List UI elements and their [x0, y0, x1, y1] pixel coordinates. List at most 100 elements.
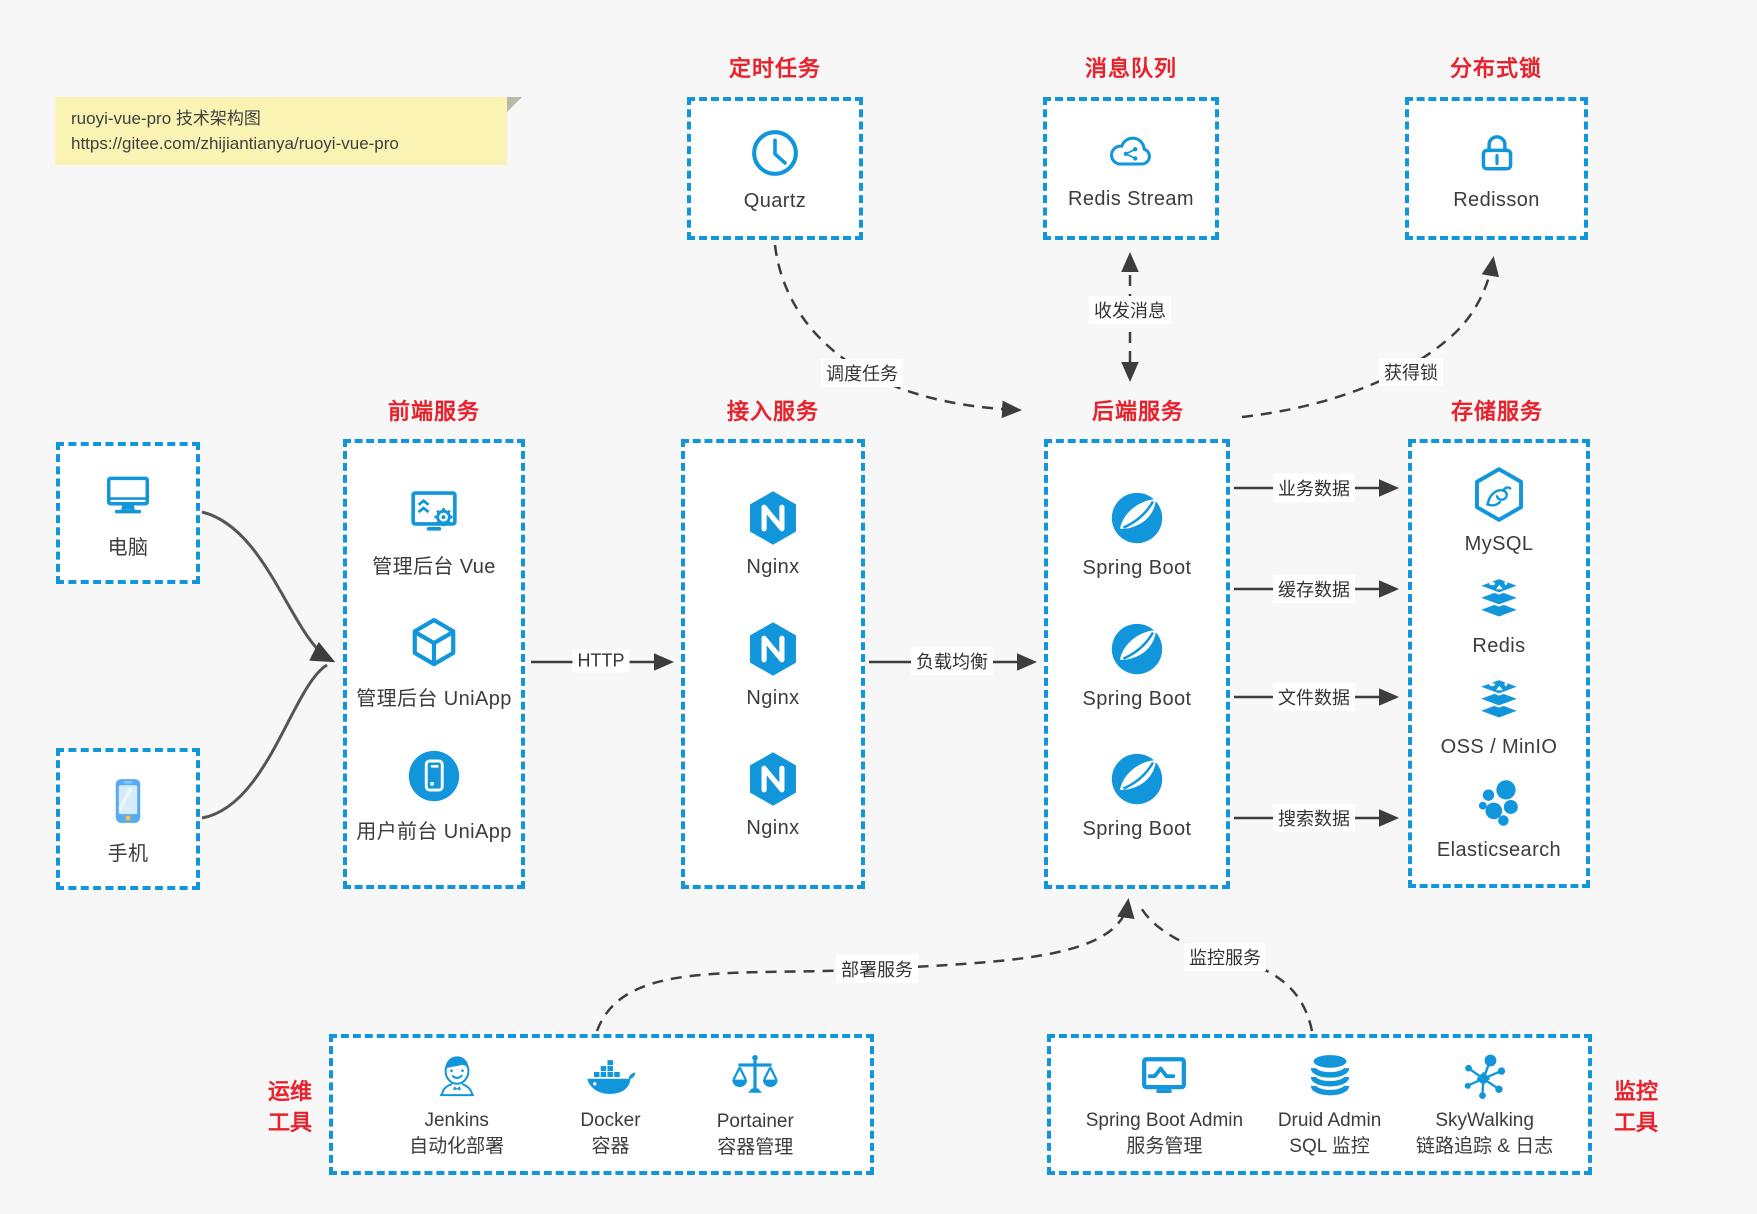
panel-gateway: Nginx Nginx Nginx: [681, 439, 865, 889]
node-name: Portainer: [716, 1110, 794, 1132]
edge-label-file-data: 文件数据: [1273, 683, 1355, 711]
note-title: ruoyi-vue-pro 技术架构图: [71, 109, 261, 128]
topology-icon: [1464, 1054, 1505, 1099]
edge-label-monitor-service: 监控服务: [1184, 943, 1266, 971]
arrow-schedule-task: [773, 244, 1022, 419]
node-label: 管理后台 Vue: [372, 555, 496, 578]
node-name: Docker: [580, 1109, 641, 1131]
spring-icon: [1111, 492, 1163, 543]
panel-backend: Spring Boot Spring Boot Spring Boot: [1044, 439, 1230, 889]
node-name: Spring Boot Admin: [1085, 1109, 1244, 1131]
arrow-computer-to-frontend: [201, 510, 336, 663]
edge-label-load-balance: 负载均衡: [911, 647, 993, 675]
jenkins-icon: [439, 1055, 474, 1096]
node-label: 管理后台 UniApp: [356, 687, 512, 710]
sticky-note: ruoyi-vue-pro 技术架构图 https://gitee.com/zh…: [55, 97, 522, 165]
node-jenkins: Jenkins 自动化部署: [409, 1050, 504, 1160]
node-label: Nginx: [746, 556, 800, 579]
panel-frontend: 管理后台 Vue 管理后台 UniApp 用户前台 UniApp: [343, 439, 525, 889]
panel-monitoring: Spring Boot Admin 服务管理 Druid Admin SQL 监…: [1047, 1034, 1592, 1175]
title-devops-tools: 运维 工具: [256, 1076, 324, 1138]
oss-icon: [1477, 678, 1521, 720]
title-frontend: 前端服务: [387, 399, 481, 424]
node-druid-admin: Druid Admin SQL 监控: [1278, 1050, 1382, 1160]
node-desc: 服务管理: [1126, 1135, 1203, 1157]
node-label: SkyWalking 链路追踪 & 日志: [1416, 1108, 1553, 1160]
cloud-message-icon: [1110, 136, 1151, 166]
node-label: Spring Boot: [1082, 556, 1192, 579]
node-admin-vue: 管理后台 Vue: [372, 484, 496, 579]
scales-icon: [732, 1054, 779, 1093]
node-redis-stream: Redis Stream: [1068, 126, 1194, 211]
edge-label-search-data: 搜索数据: [1273, 804, 1355, 832]
mobile-app-icon: [408, 751, 460, 802]
clock-icon: [752, 130, 798, 176]
title-devops-line1: 运维: [267, 1079, 312, 1104]
panel-redisson: Redisson: [1405, 97, 1588, 240]
node-desc: 容器管理: [717, 1136, 794, 1158]
admin-screen-gear-icon: [411, 491, 457, 531]
node-elasticsearch: Elasticsearch: [1437, 775, 1561, 862]
node-nginx-2: Nginx: [743, 619, 803, 710]
node-label: Redis: [1472, 634, 1526, 657]
nginx-icon: [750, 621, 796, 676]
node-label: Elasticsearch: [1436, 839, 1562, 862]
arrow-deploy-service: [595, 898, 1135, 1032]
node-portainer: Portainer 容器管理: [717, 1049, 794, 1161]
node-label: Spring Boot Admin 服务管理: [1086, 1108, 1243, 1160]
nginx-icon: [750, 491, 796, 545]
node-label: 手机: [107, 842, 149, 865]
title-monitoring-line1: 监控: [1613, 1079, 1658, 1104]
title-gateway: 接入服务: [726, 399, 820, 424]
node-desc: 容器: [591, 1135, 630, 1157]
node-skywalking: SkyWalking 链路追踪 & 日志: [1416, 1050, 1553, 1160]
lock-icon: [1481, 135, 1512, 171]
node-label: Nginx: [746, 816, 800, 839]
title-monitoring-line2: 工具: [1613, 1110, 1658, 1135]
node-oss-minio: OSS / MinIO: [1441, 673, 1558, 759]
title-backend: 后端服务: [1091, 399, 1185, 424]
panel-redis-stream: Redis Stream: [1043, 97, 1219, 240]
note-url: https://gitee.com/zhijiantianya/ruoyi-vu…: [71, 134, 399, 153]
node-label: MySQL: [1464, 532, 1534, 555]
node-label: OSS / MinIO: [1440, 736, 1558, 759]
node-user-uniapp: 用户前台 UniApp: [356, 745, 512, 844]
node-nginx-1: Nginx: [743, 488, 803, 579]
node-label: 电脑: [107, 536, 149, 559]
edge-label-cache-data: 缓存数据: [1273, 575, 1355, 603]
node-redis: Redis: [1470, 572, 1528, 658]
node-label: Redisson: [1453, 189, 1540, 211]
node-springboot-3: Spring Boot: [1083, 748, 1192, 841]
smartphone-icon: [115, 778, 141, 823]
desktop-icon: [107, 476, 149, 513]
panel-phone: 手机: [56, 748, 200, 890]
spring-icon: [1111, 754, 1163, 805]
title-monitoring-tools: 监控 工具: [1602, 1076, 1670, 1138]
node-label: Portainer 容器管理: [717, 1109, 794, 1161]
node-springboot-2: Spring Boot: [1083, 618, 1192, 711]
node-name: Druid Admin: [1277, 1109, 1382, 1131]
note-fold-corner: [507, 97, 522, 112]
database-icon: [1310, 1054, 1349, 1095]
edge-label-business-data: 业务数据: [1273, 474, 1355, 502]
node-label: Druid Admin SQL 监控: [1278, 1108, 1382, 1160]
arrow-acquire-lock: [1241, 256, 1500, 419]
node-label: Redis Stream: [1068, 188, 1194, 210]
node-name: SkyWalking: [1435, 1109, 1534, 1131]
node-phone: 手机: [100, 773, 156, 866]
node-nginx-3: Nginx: [743, 749, 803, 840]
panel-quartz: Quartz: [687, 97, 863, 240]
node-label: 用户前台 UniApp: [356, 821, 512, 844]
node-desc: SQL 监控: [1289, 1135, 1370, 1157]
node-computer: 电脑: [98, 467, 158, 560]
node-label: Spring Boot: [1082, 818, 1192, 841]
title-devops-line2: 工具: [267, 1110, 312, 1135]
docker-whale-icon: [587, 1059, 636, 1094]
node-quartz: Quartz: [744, 124, 806, 213]
arrow-phone-to-frontend: [201, 663, 328, 820]
uniapp-cube-icon: [412, 617, 456, 666]
panel-devops: Jenkins 自动化部署 Docker: [329, 1034, 874, 1175]
node-redisson: Redisson: [1453, 125, 1540, 212]
edge-label-send-receive-message: 收发消息: [1089, 296, 1171, 324]
